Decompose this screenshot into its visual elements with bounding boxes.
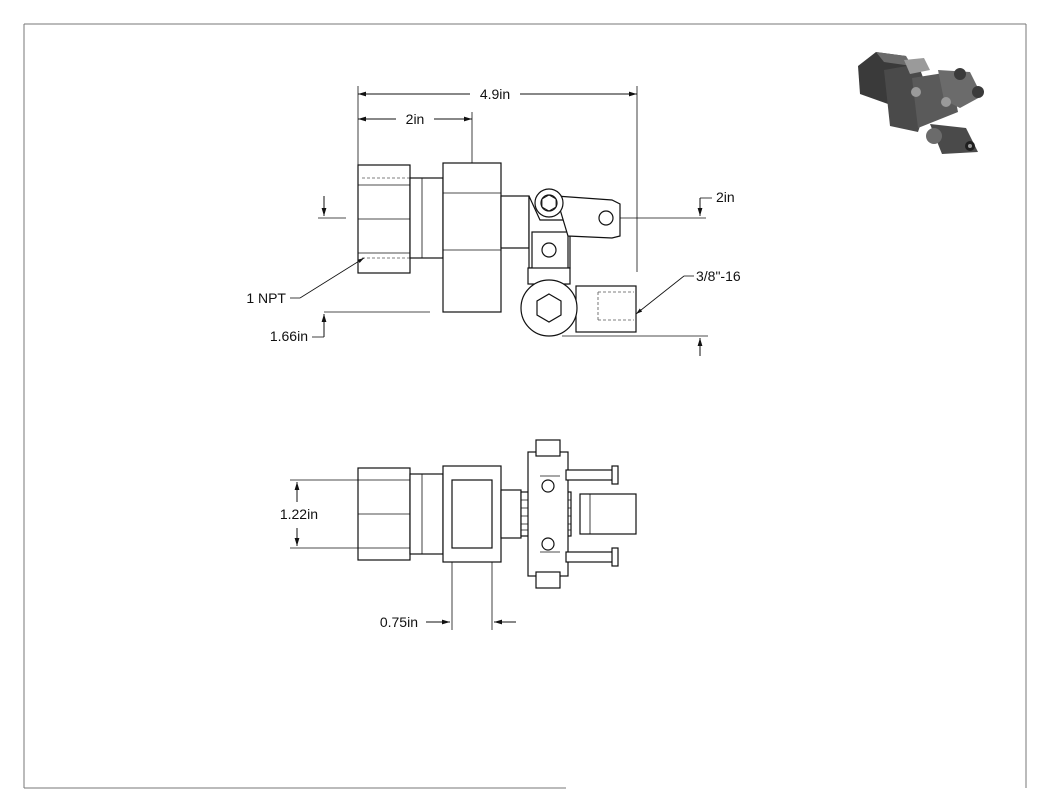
- collar-width-label: 0.75in: [380, 614, 418, 630]
- front-view-dimensions: 4.9in 2in 2in 3/8"-16 1 NPT 1.66in: [246, 86, 741, 356]
- top-view: [357, 439, 637, 589]
- front-view: [357, 162, 637, 337]
- hex-length-label: 2in: [406, 111, 425, 127]
- top-width-label: 1.22in: [280, 506, 318, 522]
- isometric-view-image: [858, 52, 984, 154]
- top-view-dimensions: 1.22in 0.75in: [280, 479, 516, 630]
- arm-height-label: 2in: [716, 189, 735, 205]
- body-height-label: 1.66in: [270, 328, 308, 344]
- drawing-frame: [23, 23, 1027, 789]
- port-size-label: 1 NPT: [246, 290, 286, 306]
- thread-callout-label: 3/8"-16: [696, 268, 741, 284]
- overall-length-label: 4.9in: [480, 86, 510, 102]
